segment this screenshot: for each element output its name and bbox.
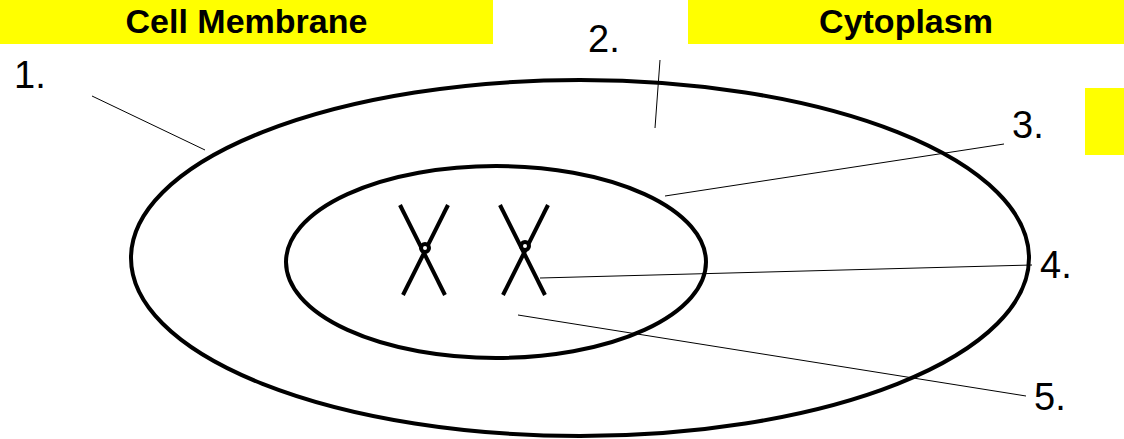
part-name: Cytoplasm bbox=[809, 3, 1003, 40]
callout-number: 4. bbox=[1040, 246, 1072, 284]
label-box: Cell Membrane bbox=[0, 0, 493, 44]
label-box: Cytoplasm bbox=[688, 0, 1124, 44]
chromosome-symbol bbox=[400, 205, 548, 295]
callout-number: 5. bbox=[1034, 378, 1066, 416]
callout-number: 2. bbox=[588, 20, 620, 58]
callout-number: 3. bbox=[1012, 106, 1044, 144]
leader-line bbox=[92, 60, 1032, 396]
nucleus-outline bbox=[286, 166, 706, 358]
cell-outline bbox=[131, 80, 1029, 436]
callout-number: 1. bbox=[14, 56, 46, 94]
label-box bbox=[1085, 88, 1124, 155]
part-name: Cell Membrane bbox=[116, 3, 378, 40]
